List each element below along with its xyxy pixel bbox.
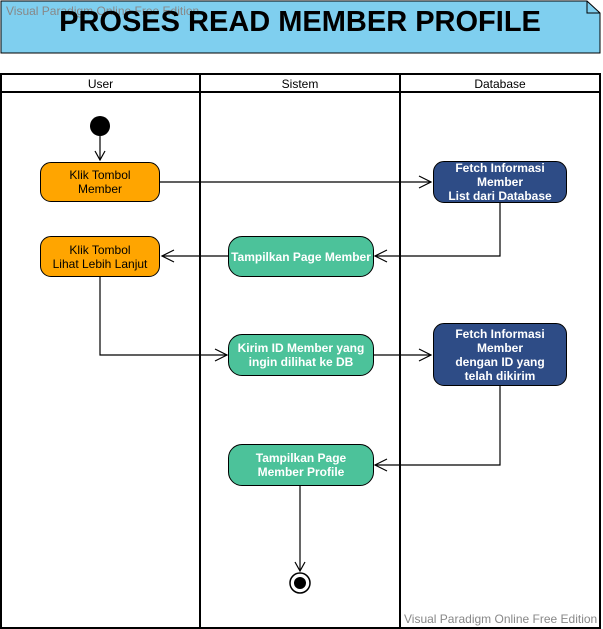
- node-klik-tombol-member: Klik Tombol Member: [40, 162, 160, 202]
- node-tampilkan-member-profile: Tampilkan Page Member Profile: [228, 444, 374, 486]
- watermark-top: Visual Paradigm Online Free Edition: [6, 4, 200, 18]
- lane-user-title: User: [87, 77, 114, 91]
- title-banner: [0, 0, 601, 54]
- start-node: [90, 116, 110, 136]
- watermark-bottom: Visual Paradigm Online Free Edition: [404, 612, 598, 626]
- node-kirim-id-member: Kirim ID Member yang ingin dilihat ke DB: [228, 334, 374, 376]
- lane-sistem-title: Sistem: [281, 77, 319, 91]
- node-fetch-member-by-id: Fetch Informasi Member dengan ID yang te…: [433, 323, 567, 386]
- node-fetch-member-list: Fetch Informasi Member List dari Databas…: [433, 161, 567, 203]
- node-tampilkan-page-member: Tampilkan Page Member: [228, 236, 374, 277]
- node-klik-lihat-lebih-lanjut: Klik Tombol Lihat Lebih Lanjut: [40, 236, 160, 277]
- end-node: [289, 572, 311, 594]
- diagram-title: PROSES READ MEMBER PROFILE: [59, 6, 541, 38]
- lane-database-title: Database: [474, 77, 526, 91]
